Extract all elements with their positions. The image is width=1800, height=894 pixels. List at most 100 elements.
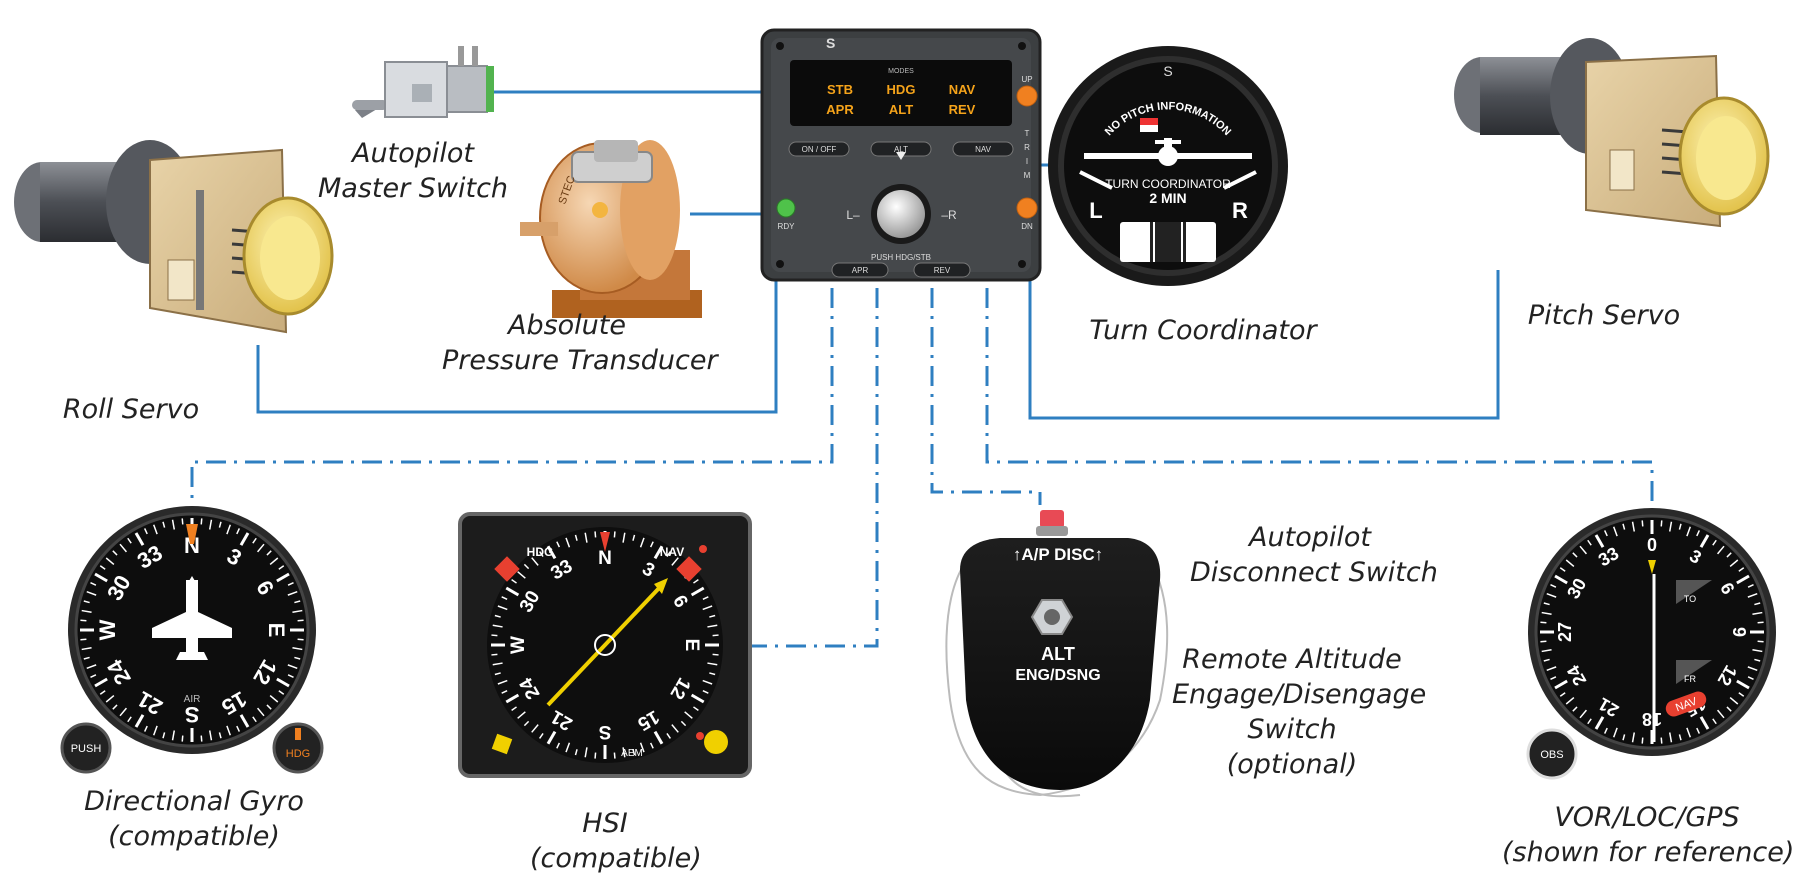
button-rev[interactable]: REV — [913, 262, 971, 278]
turn-coordinator: S NO PITCH INFORMATION TURN COORDINATOR … — [1048, 46, 1288, 286]
tick-mark — [112, 550, 118, 556]
tick-mark — [181, 518, 184, 525]
tick-mark — [94, 572, 108, 583]
obs-knob[interactable]: OBS — [1526, 728, 1578, 780]
tick-mark — [1579, 709, 1588, 719]
tick-mark — [162, 521, 166, 528]
hsi-nav-flag — [676, 556, 702, 582]
tick-mark — [556, 742, 561, 749]
disconnect-top-label: ↑A/P DISC↑ — [1013, 545, 1103, 564]
wire-pitch-servo — [1028, 270, 1500, 420]
hsi-course-needle — [546, 578, 668, 707]
label-directional-gyro-line1: Directional Gyro — [84, 786, 304, 817]
tick-mark — [1686, 526, 1692, 537]
tick-mark — [256, 707, 265, 717]
tick-mark — [492, 662, 503, 666]
tick-mark — [622, 532, 626, 543]
tick-mark — [171, 519, 176, 530]
tick-mark — [622, 747, 626, 758]
tick-mark — [1572, 552, 1578, 558]
tick-mark — [119, 543, 128, 553]
tick-mark — [1699, 534, 1710, 548]
tick-mark — [1696, 530, 1701, 537]
tick-mark — [531, 724, 539, 733]
tick-mark — [1712, 539, 1717, 546]
tick-mark — [239, 532, 250, 546]
tick-mark — [1747, 583, 1754, 588]
master-switch — [352, 46, 494, 118]
alt-engage-button[interactable] — [1030, 599, 1074, 635]
tick-mark — [523, 563, 530, 570]
vor-tick-marks — [1540, 520, 1764, 744]
rdy-label: RDY — [778, 222, 796, 231]
label-transducer: Absolute Pressure Transducer — [442, 308, 718, 378]
tick-mark — [511, 578, 517, 584]
tick-mark — [671, 557, 679, 566]
rdy-indicator: RDY — [776, 198, 796, 231]
tick-mark — [1712, 718, 1717, 725]
tick-mark — [200, 735, 203, 742]
tick-mark — [684, 711, 693, 719]
hsi-brand: AEM — [621, 748, 643, 759]
tick-mark — [1660, 737, 1663, 744]
tick-mark — [1565, 696, 1575, 705]
disconnect-button[interactable] — [1036, 510, 1068, 536]
label-master-switch: Autopilot Master Switch — [308, 136, 518, 206]
tick-mark — [1757, 621, 1764, 624]
dg-airplane-symbol — [152, 576, 232, 660]
dn-button[interactable]: DN — [1016, 197, 1038, 231]
up-button[interactable]: UP — [1016, 75, 1038, 107]
dial-label: N — [184, 533, 200, 558]
tick-mark — [134, 714, 145, 728]
push-knob[interactable]: PUSH — [60, 722, 112, 774]
tick-mark — [1729, 559, 1739, 568]
tick-mark — [666, 733, 672, 739]
disconnect-switch: ↑A/P DISC↑ ALT ENG/DSNG — [945, 510, 1169, 798]
tick-mark — [152, 524, 158, 535]
tick-mark — [1546, 666, 1557, 672]
button-apr[interactable]: APR — [831, 262, 889, 278]
tick-mark — [83, 600, 90, 604]
knob-right-label: –R — [941, 208, 957, 222]
mode-alt: ALT — [889, 102, 913, 117]
tick-mark — [639, 537, 645, 548]
tick-mark — [671, 724, 679, 733]
hdg-knob[interactable]: HDG — [272, 722, 324, 774]
trim-letter: R — [1024, 143, 1030, 152]
hsi-lubber-line — [600, 532, 610, 552]
tick-mark — [1631, 521, 1636, 532]
tick-mark — [1612, 526, 1618, 537]
tick-mark — [1738, 567, 1745, 572]
tick-mark — [226, 524, 232, 535]
vor-indicator: 03691215182124273033 TO FR NAV OBS — [1526, 508, 1776, 780]
label-pitch-servo-line1: Pitch Servo — [1527, 300, 1681, 331]
tick-mark — [546, 545, 557, 560]
label-directional-gyro: Directional Gyro (compatible) — [64, 784, 324, 854]
label-master-switch-line2: Master Switch — [317, 173, 509, 205]
tick-mark — [99, 690, 106, 695]
dial-label: W — [508, 636, 529, 654]
vor-to-flag: TO — [1684, 594, 1696, 604]
tick-mark — [127, 537, 132, 544]
pitch-servo — [1454, 38, 1770, 228]
tick-mark — [690, 586, 705, 597]
tick-mark — [218, 732, 222, 739]
tick-mark — [127, 716, 132, 723]
mode-rev: REV — [949, 102, 976, 117]
vor-fr-flag: FR — [1684, 674, 1696, 684]
button-label: APR — [852, 266, 869, 275]
button-nav[interactable]: NAV — [952, 141, 1014, 157]
tick-mark — [693, 578, 699, 584]
hsi-nav-label: NAV — [660, 545, 684, 559]
modes-title: MODES — [888, 68, 914, 75]
tick-mark — [492, 624, 503, 628]
tick-mark — [99, 565, 106, 570]
dial-label: S — [185, 702, 200, 727]
button-onoff[interactable]: ON / OFF — [788, 141, 850, 157]
tick-mark — [505, 586, 520, 597]
tc-airplane-symbol — [1084, 138, 1252, 166]
tick-mark — [200, 518, 203, 525]
tick-mark — [105, 694, 115, 703]
heading-knob[interactable] — [871, 152, 931, 244]
